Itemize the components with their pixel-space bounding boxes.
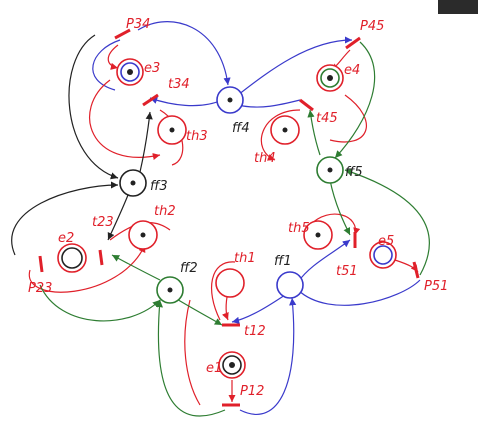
transition-t45 — [299, 98, 314, 112]
transition-p23 — [38, 255, 44, 273]
label-p12: P12 — [240, 384, 264, 399]
label-e3: e3 — [144, 61, 160, 76]
window-corner-bar — [438, 0, 478, 14]
arc-red-p34-e3 — [107, 44, 119, 70]
arc-blue-ff4-t34 — [149, 96, 223, 107]
label-p23: P23 — [28, 281, 52, 296]
arc-red-e4-loop — [329, 94, 367, 143]
arc-red-left-strand — [184, 299, 201, 406]
label-ff3: ff3 — [150, 179, 168, 194]
arc-blue-ff1-t51 — [297, 239, 351, 283]
arc-green-p12-ff2 — [155, 299, 226, 417]
transition-t34 — [142, 93, 159, 107]
arc-blue-p34-left — [92, 39, 121, 91]
place-th5 — [303, 220, 333, 250]
label-th5: th5 — [288, 221, 310, 236]
place-ff4 — [216, 86, 244, 114]
place-th3 — [157, 115, 187, 145]
arc-green-ff5-t51 — [329, 179, 351, 236]
label-ff1: ff1 — [274, 254, 292, 269]
arc-red-t34-th3 — [159, 109, 184, 166]
transition-p45 — [345, 36, 361, 50]
arc-green-ff5-t45 — [307, 109, 321, 156]
transition-t23 — [98, 249, 104, 266]
label-t45: t45 — [316, 111, 338, 126]
label-ff2: ff2 — [180, 261, 198, 276]
label-p34: P34 — [126, 17, 150, 32]
arc-blue-ff1-t12 — [231, 294, 286, 324]
place-ff2 — [156, 276, 184, 304]
label-ff4: ff4 — [232, 121, 250, 136]
arc-red-e2-loop — [28, 244, 146, 293]
label-e4: e4 — [344, 63, 360, 78]
label-e1: e1 — [206, 361, 222, 376]
place-e1 — [218, 351, 246, 379]
place-e4 — [316, 64, 344, 92]
arc-blue-ff4-p45 — [237, 36, 353, 96]
transition-p51 — [412, 261, 420, 279]
label-th2: th2 — [154, 204, 176, 219]
arc-blue-ff4-t45 — [237, 99, 301, 108]
place-ff5 — [316, 156, 344, 184]
arc-green-p51-ff5 — [344, 168, 430, 276]
place-e2 — [57, 243, 87, 273]
arc-green-p45-ff5 — [334, 41, 376, 159]
label-t23: t23 — [92, 215, 114, 230]
label-e5: e5 — [378, 234, 394, 249]
place-th2 — [128, 220, 158, 250]
label-p45: P45 — [360, 19, 384, 34]
arc-red-t45-th4 — [260, 109, 301, 161]
arc-black-p34-ff3 — [68, 34, 119, 180]
arc-green-ff2-t23 — [111, 254, 161, 281]
transition-p34 — [114, 28, 131, 40]
label-t34: t34 — [168, 77, 190, 92]
label-th1: th1 — [234, 251, 256, 266]
arc-black-ff3-t23 — [107, 194, 129, 241]
place-ff3 — [119, 169, 147, 197]
arc-green-ff2-t12 — [174, 297, 223, 326]
label-t51: t51 — [336, 264, 358, 279]
label-th3: th3 — [186, 129, 208, 144]
place-ff1 — [276, 271, 304, 299]
arc-red-th5-t51 — [309, 213, 361, 236]
place-e3 — [116, 58, 144, 86]
place-th4 — [270, 115, 300, 145]
arc-black-ff3-t34 — [139, 111, 153, 173]
arc-blue-p34-ff4 — [137, 21, 231, 86]
label-ff5: ff5 — [345, 165, 363, 180]
label-th4: th4 — [254, 151, 276, 166]
arc-blue-p12-ff1 — [239, 297, 297, 415]
label-e2: e2 — [58, 231, 74, 246]
arc-blue-p51-ff1 — [297, 279, 421, 306]
label-t12: t12 — [244, 324, 266, 339]
place-e5 — [369, 241, 397, 269]
label-p51: P51 — [424, 279, 448, 294]
arc-black-p23-ff3 — [11, 181, 119, 256]
arc-red-t12-th1 — [211, 261, 236, 321]
place-th1 — [215, 268, 245, 298]
arc-red-e3-loop — [89, 79, 161, 161]
arc-green-p23-ff2 — [39, 284, 161, 322]
